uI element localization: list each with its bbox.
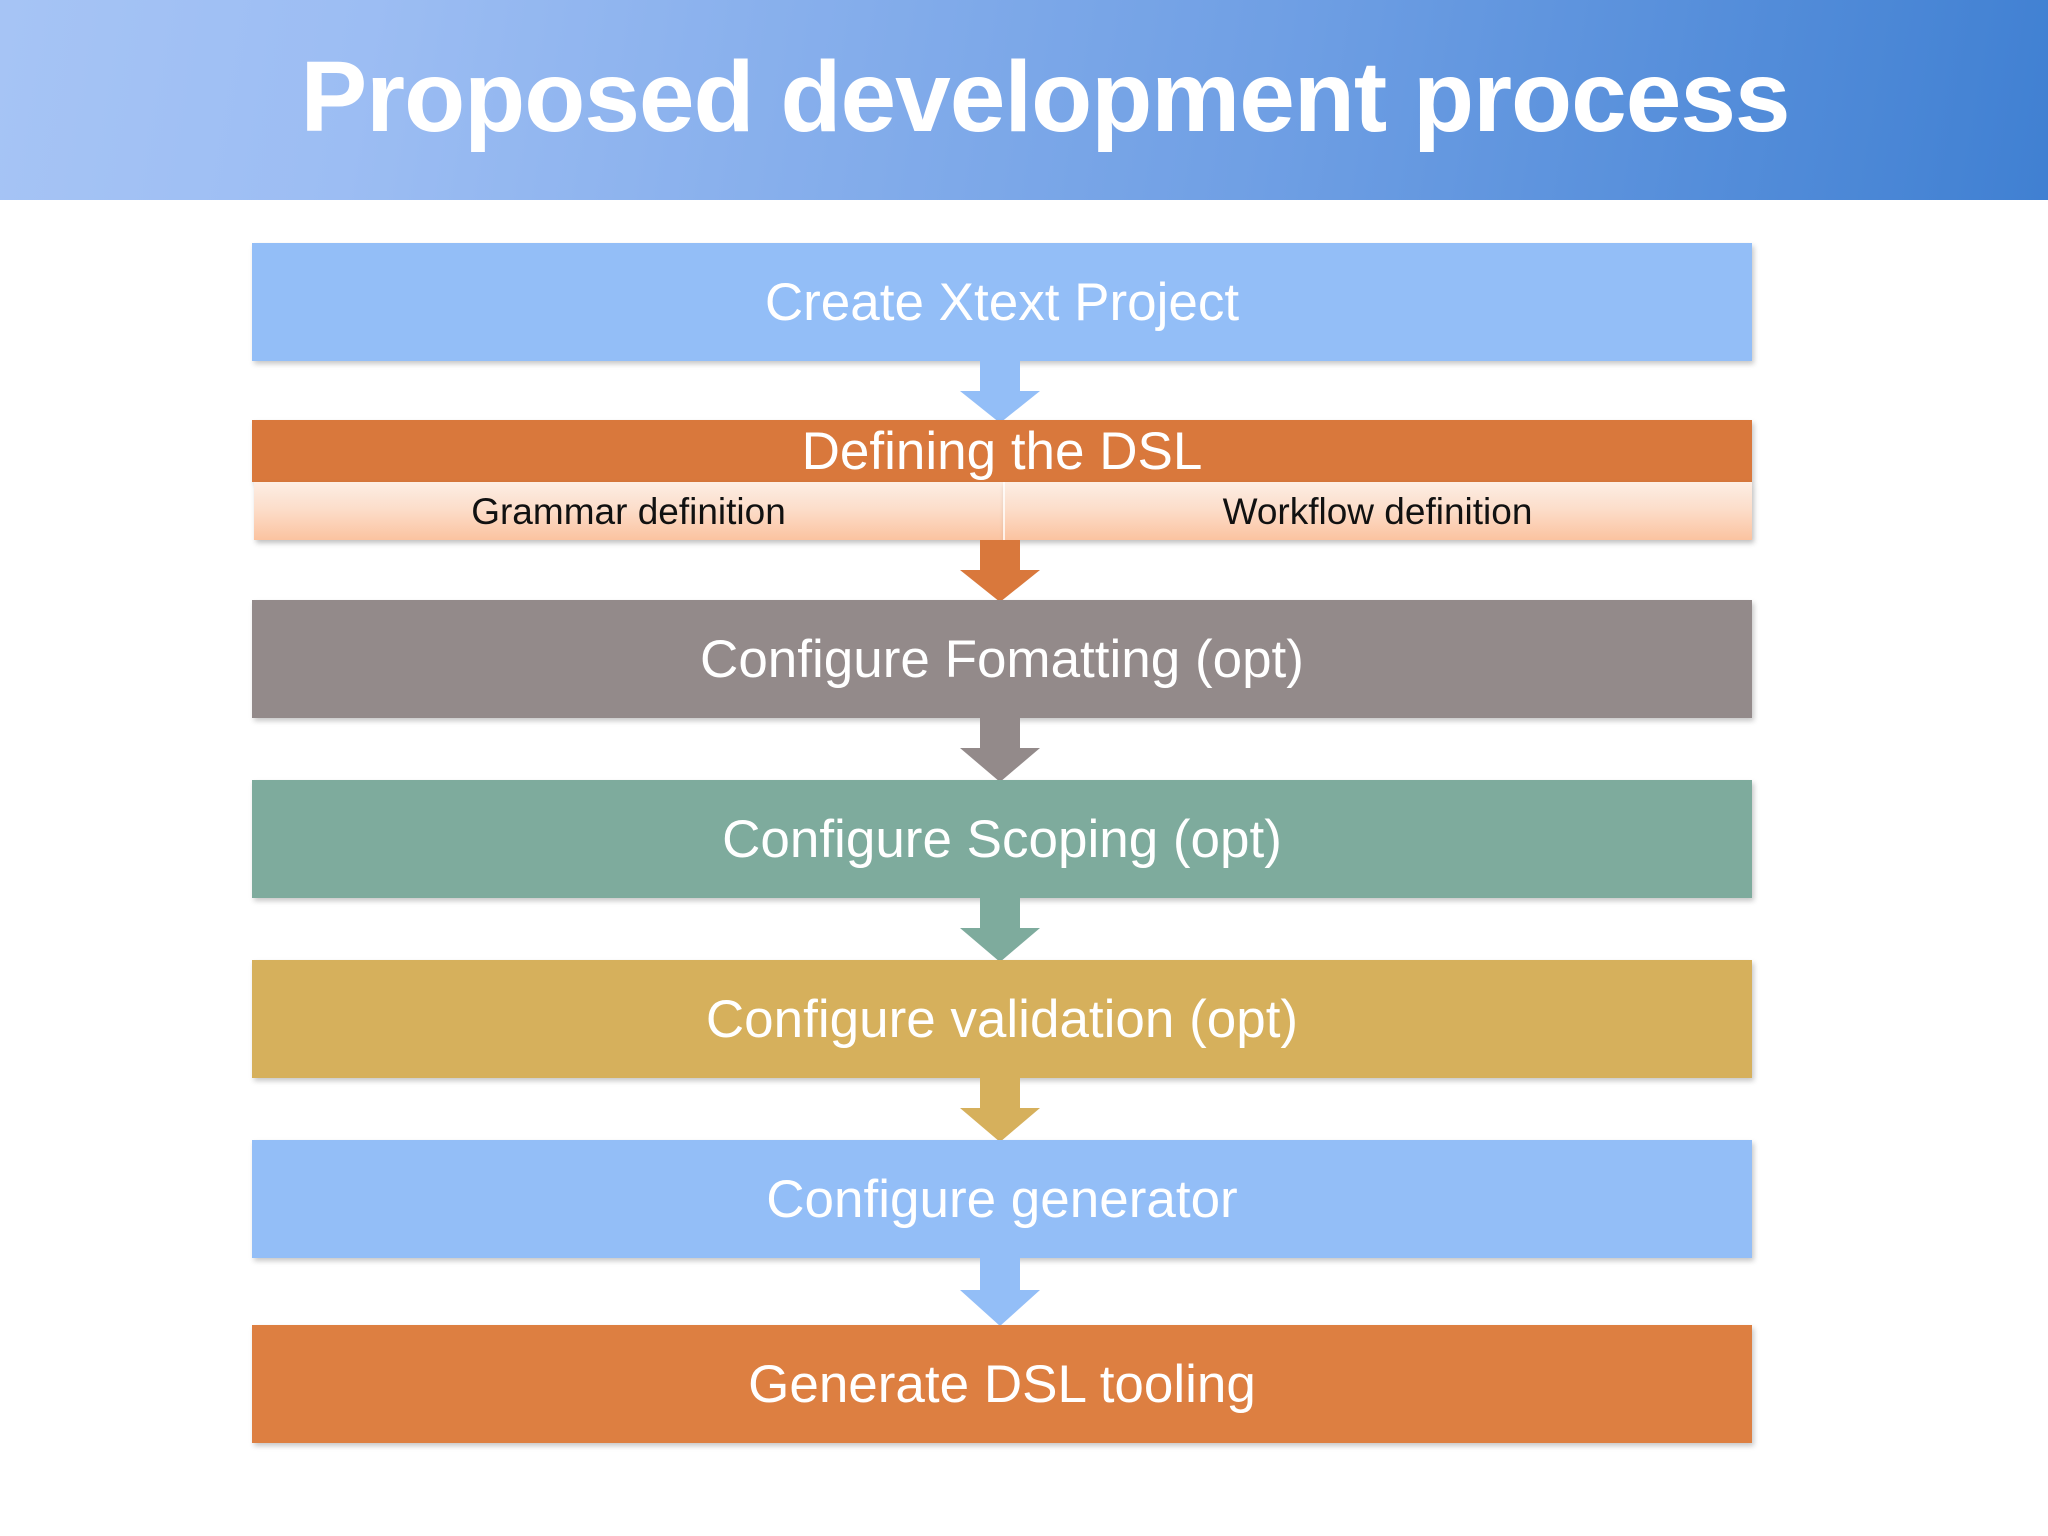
flow-step-generate-dsl-tooling[interactable]: Generate DSL tooling (252, 1325, 1752, 1443)
flow-step-create-xtext-project[interactable]: Create Xtext Project (252, 243, 1752, 361)
arrow-stem (980, 718, 1020, 748)
flow-substep-workflow-definition[interactable]: Workflow definition (1003, 482, 1752, 540)
dsl-substeps-row: Grammar definition Workflow definition (254, 482, 1752, 540)
flow-step-defining-the-dsl[interactable]: Defining the DSL (252, 420, 1752, 482)
flow-step-configure-validation[interactable]: Configure validation (opt) (252, 960, 1752, 1078)
page-title: Proposed development process (300, 41, 1790, 153)
title-banner: Proposed development process (0, 0, 2048, 200)
arrow-head (960, 748, 1040, 782)
arrow-head (960, 928, 1040, 962)
arrow-head (960, 1290, 1040, 1326)
arrow-stem (980, 1078, 1020, 1108)
flow-arrow-5-down-icon (960, 1078, 1040, 1142)
flow-step-configure-scoping[interactable]: Configure Scoping (opt) (252, 780, 1752, 898)
flow-arrow-1-down-icon (960, 361, 1040, 423)
arrow-stem (980, 898, 1020, 928)
flow-step-configure-generator[interactable]: Configure generator (252, 1140, 1752, 1258)
flow-arrow-6-down-icon (960, 1258, 1040, 1326)
flow-arrow-3-down-icon (960, 718, 1040, 782)
arrow-head (960, 570, 1040, 602)
arrow-stem (980, 1258, 1020, 1290)
flow-arrow-4-down-icon (960, 898, 1040, 962)
arrow-stem (980, 540, 1020, 570)
flow-arrow-2-down-icon (960, 540, 1040, 602)
flow-substep-grammar-definition[interactable]: Grammar definition (254, 482, 1003, 540)
arrow-stem (980, 361, 1020, 391)
flow-step-configure-formatting[interactable]: Configure Fomatting (opt) (252, 600, 1752, 718)
arrow-head (960, 391, 1040, 423)
arrow-head (960, 1108, 1040, 1142)
